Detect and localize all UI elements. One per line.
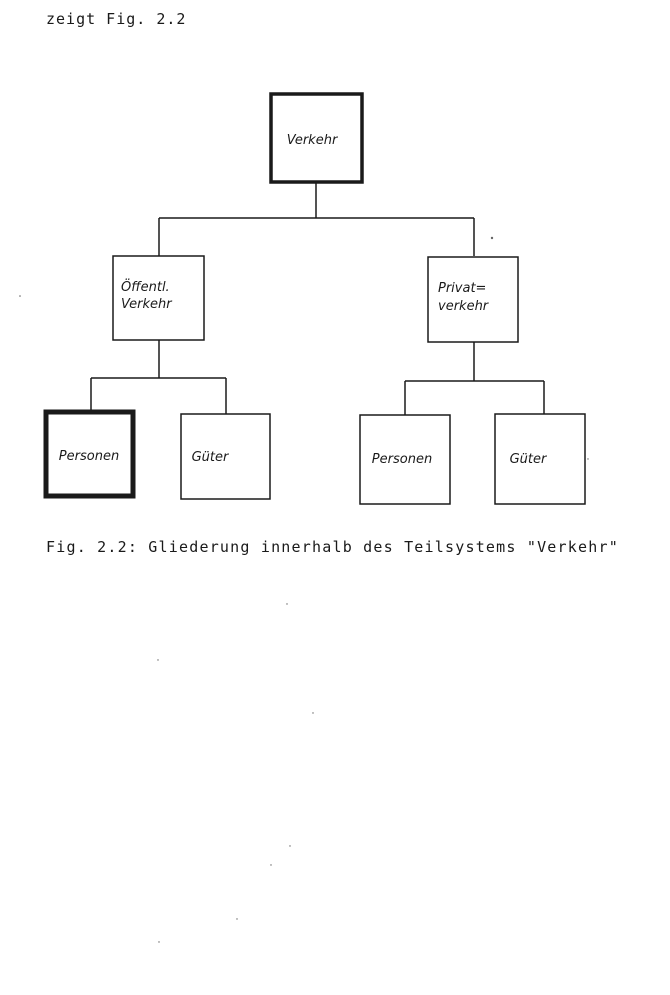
node-public-persons-box: [43, 409, 136, 499]
node-public-transport-label-line2: Verkehr: [121, 297, 173, 312]
node-private-transport: Privat= verkehr: [427, 256, 519, 343]
node-public-transport-box: [112, 255, 205, 341]
node-private-transport-label-line2: verkehr: [438, 299, 490, 314]
node-public-persons: Personen: [43, 409, 136, 499]
node-private-goods: Güter: [494, 413, 586, 505]
node-private-goods-label: Güter: [510, 452, 548, 467]
figure-caption: Fig. 2.2: Gliederung innerhalb des Teils…: [46, 538, 619, 556]
scan-specks: [19, 236, 589, 943]
node-private-persons-box: [359, 414, 451, 505]
node-root-label: Verkehr: [287, 133, 339, 148]
node-private-transport-box: [427, 256, 519, 343]
node-public-persons-label: Personen: [59, 449, 119, 464]
node-public-goods-box: [180, 413, 271, 500]
node-root: Verkehr: [269, 92, 364, 184]
node-private-goods-box: [494, 413, 586, 505]
node-private-transport-label-line1: Privat=: [438, 281, 486, 296]
node-private-persons-label: Personen: [372, 452, 432, 467]
node-public-transport-label-line1: Öffentl.: [121, 278, 170, 295]
node-private-persons: Personen: [359, 414, 451, 505]
node-public-transport: Öffentl. Verkehr: [112, 255, 205, 341]
connector-lines: [90, 182, 545, 415]
node-root-box: [269, 92, 364, 184]
node-public-goods-label: Güter: [192, 450, 230, 465]
intro-text: zeigt Fig. 2.2: [46, 10, 187, 28]
node-public-goods: Güter: [180, 413, 271, 500]
